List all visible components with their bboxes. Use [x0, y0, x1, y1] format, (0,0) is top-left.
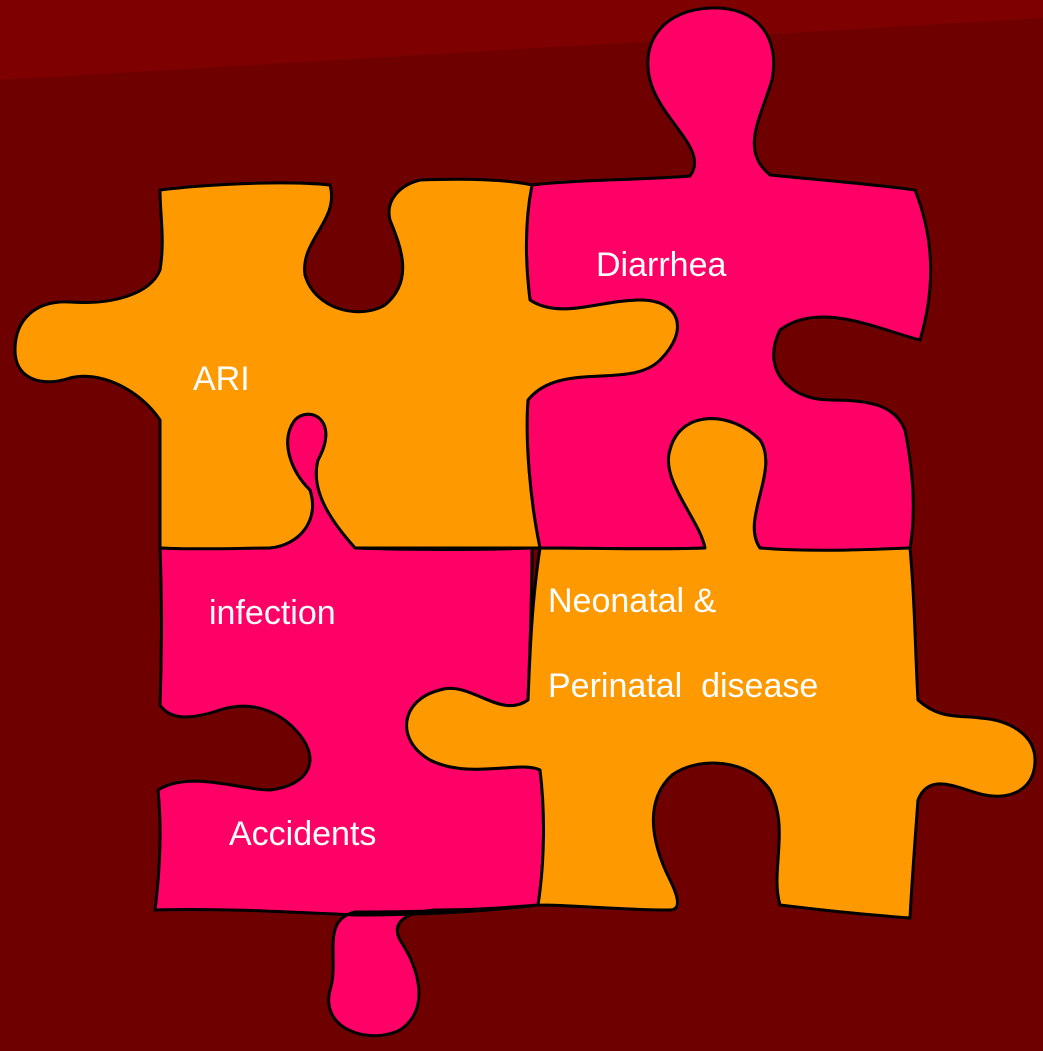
infection-label: infection	[209, 594, 336, 632]
accidents-label: Accidents	[229, 815, 376, 853]
diarrhea-label: Diarrhea	[596, 246, 726, 284]
neonatal-label-line2: Perinatal disease	[548, 667, 818, 705]
ari-label: ARI	[193, 360, 250, 398]
neonatal-label-line1: Neonatal &	[548, 582, 717, 620]
